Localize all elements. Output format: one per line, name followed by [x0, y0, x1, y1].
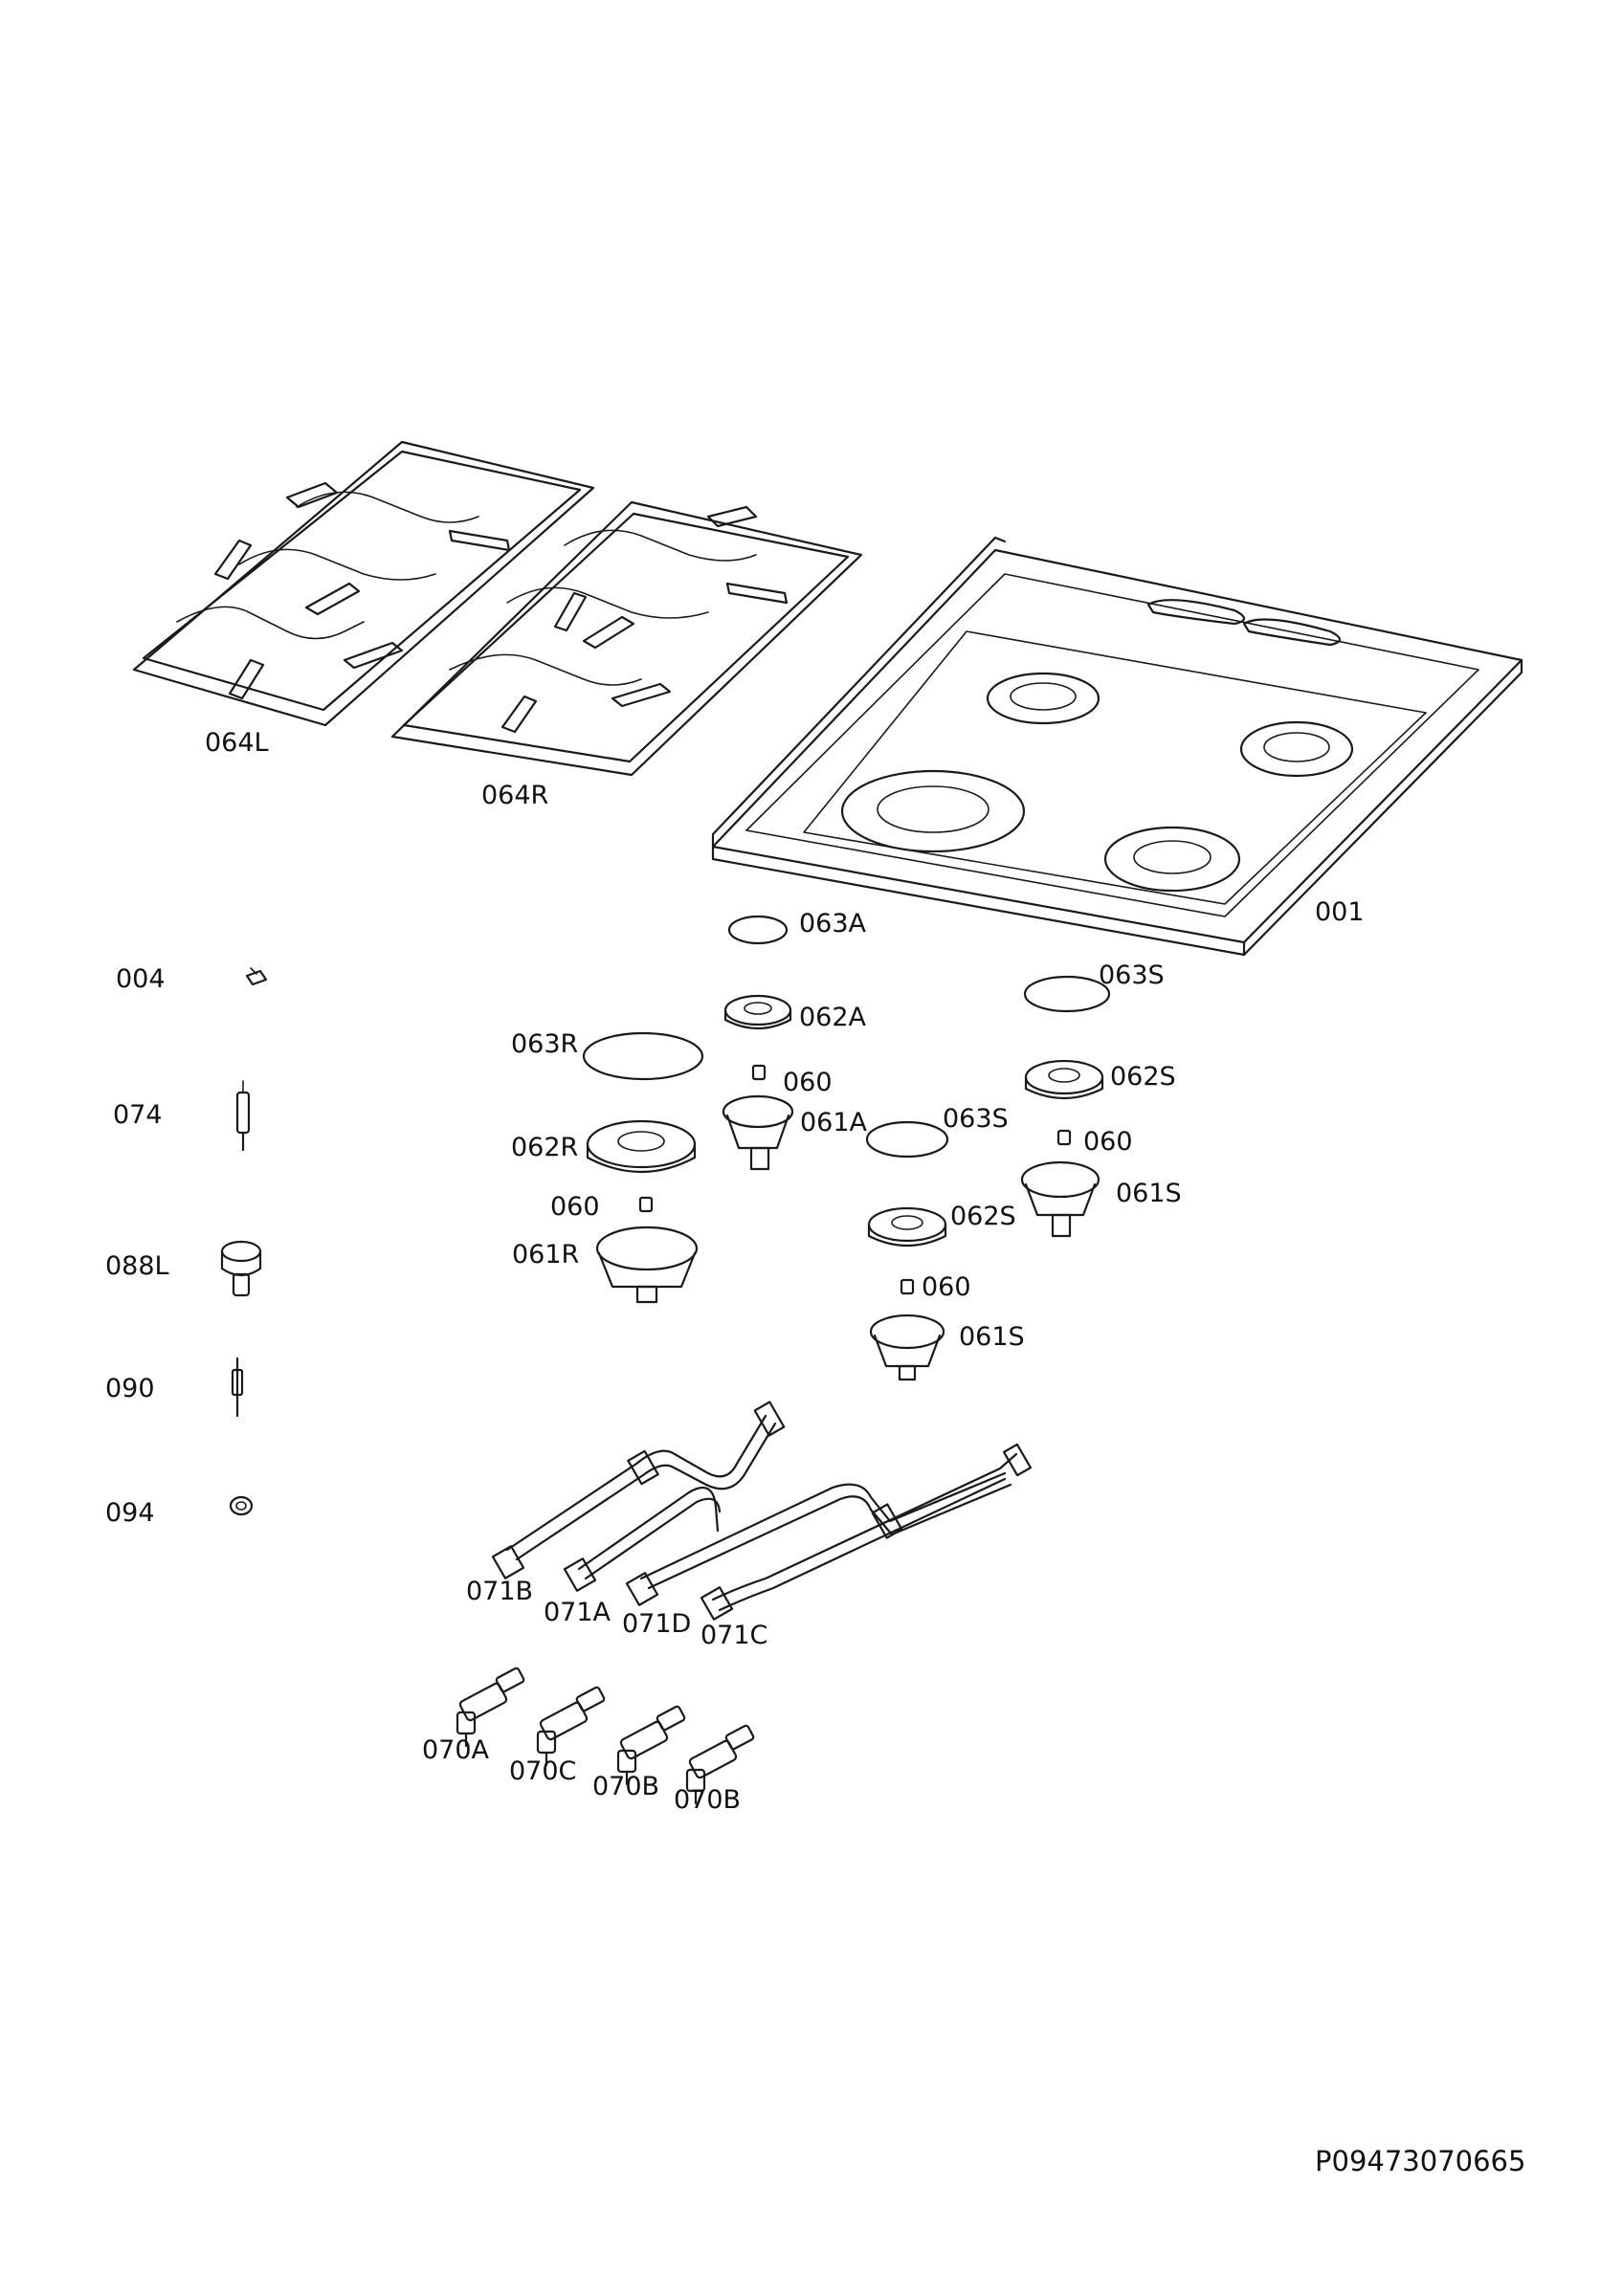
burner-body-061A	[722, 1094, 794, 1171]
label-064R: 064R	[481, 781, 548, 810]
pan-support-right-064R	[390, 500, 863, 777]
label-070B-1: 070B	[592, 1772, 659, 1801]
burner-crown-062S-b	[867, 1206, 947, 1247]
label-063A: 063A	[799, 909, 867, 938]
label-001: 001	[1315, 897, 1365, 927]
label-060-c: 060	[1083, 1127, 1133, 1157]
label-074: 074	[113, 1100, 163, 1130]
label-004: 004	[116, 964, 166, 994]
label-062R: 062R	[511, 1133, 578, 1162]
burner-body-061R	[595, 1225, 699, 1304]
label-062A: 062A	[799, 1003, 867, 1032]
label-063S-a: 063S	[1099, 960, 1165, 990]
label-061S-b: 061S	[959, 1322, 1025, 1352]
gas-tap-070C	[536, 1686, 606, 1767]
label-061R: 061R	[512, 1240, 579, 1269]
label-090: 090	[105, 1374, 155, 1403]
burner-crown-062A	[723, 994, 792, 1029]
label-060-d: 060	[922, 1272, 971, 1302]
label-070A: 070A	[422, 1735, 490, 1765]
label-063R: 063R	[511, 1029, 578, 1059]
burner-cap-063S-b	[865, 1120, 949, 1159]
label-088L: 088L	[105, 1251, 169, 1281]
thermocouple-074	[235, 1080, 251, 1152]
gas-pipes-071	[491, 1401, 1033, 1621]
control-knob-088L	[220, 1240, 262, 1297]
label-062S-b: 062S	[950, 1202, 1016, 1231]
gas-tap-070B-2	[685, 1724, 755, 1805]
label-071C: 071C	[700, 1621, 767, 1650]
label-070C: 070C	[509, 1756, 576, 1786]
label-071D: 071D	[622, 1609, 691, 1639]
document-id: P09473070665	[1315, 2145, 1525, 2177]
burner-cap-063A	[727, 915, 789, 945]
burner-crown-062R	[586, 1119, 697, 1174]
injector-060-d	[900, 1278, 915, 1295]
label-071A: 071A	[544, 1598, 611, 1627]
burner-crown-062S-a	[1024, 1059, 1104, 1100]
label-060-a: 060	[783, 1068, 833, 1097]
part-labels: 064L 064R 001 063A 063S 004 062A 063R 06…	[105, 728, 1365, 1815]
burner-cap-063R	[582, 1031, 704, 1081]
label-061S-a: 061S	[1116, 1179, 1182, 1208]
burner-body-061S-b	[869, 1314, 945, 1381]
washer-094	[229, 1495, 254, 1516]
injector-060-a	[751, 1064, 767, 1081]
label-064L: 064L	[205, 728, 269, 758]
pan-support-left-064L	[132, 440, 595, 727]
gas-tap-070B-1	[616, 1705, 686, 1786]
injector-060-c	[1056, 1129, 1072, 1146]
label-094: 094	[105, 1498, 155, 1528]
spring-clip-004	[245, 967, 268, 986]
label-070B-2: 070B	[674, 1785, 741, 1815]
burner-cap-063S-a	[1023, 975, 1111, 1013]
gas-taps-070	[456, 1667, 755, 1805]
hob-top-001	[711, 536, 1523, 957]
label-063S-b: 063S	[943, 1104, 1009, 1134]
ignition-plug-090	[231, 1357, 244, 1418]
label-060-b: 060	[550, 1192, 600, 1222]
label-071B: 071B	[466, 1577, 533, 1606]
injector-060-b	[638, 1196, 654, 1213]
burner-body-061S-a	[1020, 1160, 1101, 1238]
gas-tap-070A	[456, 1667, 525, 1748]
label-062S-a: 062S	[1110, 1062, 1176, 1092]
label-061A: 061A	[800, 1108, 868, 1137]
